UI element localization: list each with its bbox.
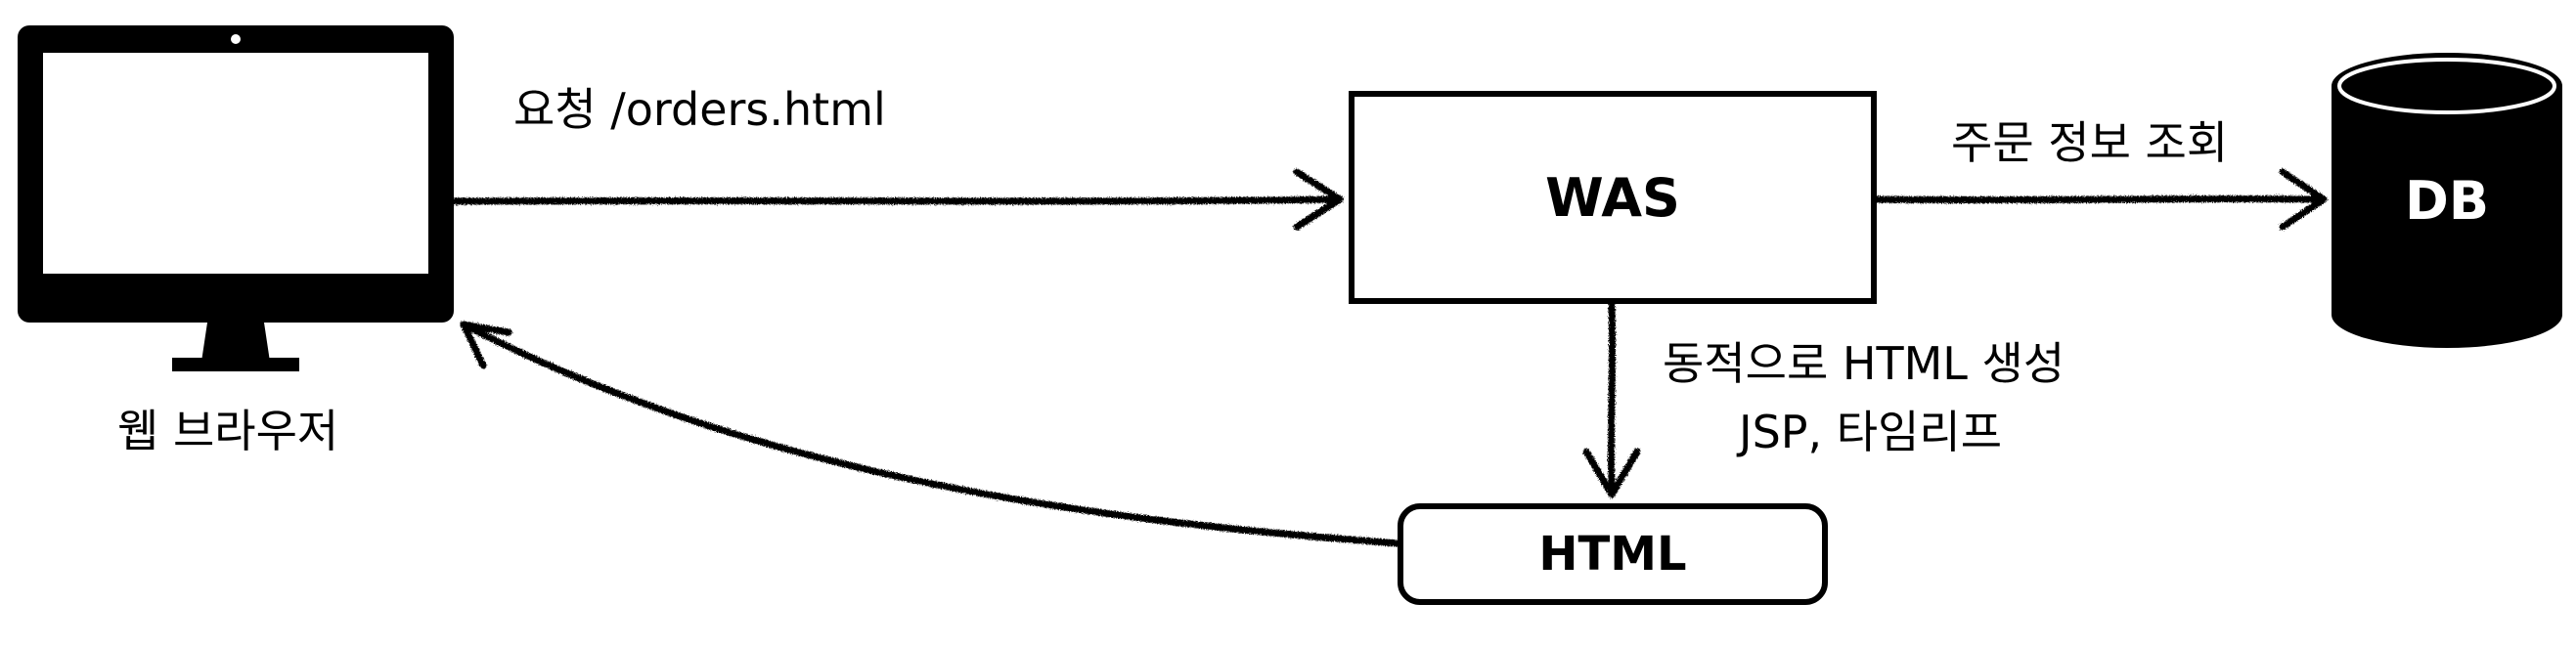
query-label: 주문 정보 조회	[1951, 116, 2229, 169]
generate-label-line1: 동적으로 HTML 생성	[1663, 337, 2065, 390]
html-box	[1398, 503, 1828, 605]
request-arrow	[452, 168, 1344, 231]
query-arrow	[1872, 168, 2328, 231]
monitor-icon	[18, 25, 454, 371]
generate-label-line2: JSP, 타임리프	[1739, 406, 2003, 458]
was-label: WAS	[1545, 166, 1680, 229]
request-label: 요청 /orders.html	[513, 83, 886, 136]
html-label: HTML	[1538, 527, 1687, 582]
generate-arrow	[1582, 301, 1641, 498]
browser-label: 웹 브라우저	[117, 405, 339, 457]
response-arrow	[460, 321, 1402, 547]
database-cylinder-icon	[2332, 53, 2562, 348]
db-label: DB	[2405, 169, 2489, 232]
